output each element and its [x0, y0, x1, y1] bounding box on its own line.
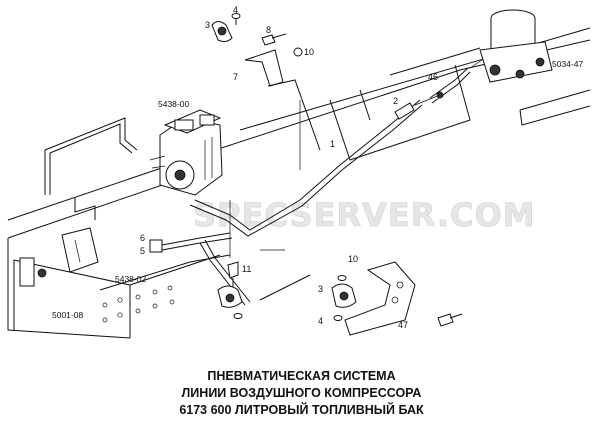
- pipe-part-number: 5438-02: [115, 274, 146, 284]
- callout-5: 5: [140, 246, 145, 256]
- callout-8: 8: [266, 25, 271, 35]
- air-compressor: [149, 109, 223, 196]
- callout-2: 2: [393, 96, 398, 106]
- watermark-text: SPECSERVER.COM: [193, 196, 536, 234]
- compressor-part-number: 5438-00: [158, 99, 189, 109]
- callout-numbers: 3 4 8 10 7 46 2 1 6 5 11 10 3 4 47: [140, 5, 438, 330]
- air-line-tubing: [44, 117, 138, 195]
- caption-line-3: 6173 600 ЛИТРОВЫЙ ТОПЛИВНЫЙ БАК: [179, 403, 424, 417]
- callout-1: 1: [330, 139, 335, 149]
- caption-line-2: ЛИНИИ ВОЗДУШНОГО КОМПРЕССОРА: [181, 386, 422, 400]
- callout-10-lower: 10: [348, 254, 358, 264]
- callout-6: 6: [140, 233, 145, 243]
- compressor-mount: [61, 198, 99, 273]
- lower-bracket-assembly: [259, 261, 463, 336]
- lower-clamp-left: [217, 261, 243, 319]
- callout-7: 7: [233, 72, 238, 82]
- caption-line-1: ПНЕВМАТИЧЕСКАЯ СИСТЕМА: [207, 369, 396, 383]
- callout-4: 4: [233, 5, 238, 15]
- callout-4-lower: 4: [318, 316, 323, 326]
- air-dryer: [469, 9, 553, 83]
- upper-clamp-assembly: [211, 13, 321, 151]
- leader-lines: [229, 94, 441, 258]
- diagram-caption: ПНЕВМАТИЧЕСКАЯ СИСТЕМА ЛИНИИ ВОЗДУШНОГО …: [0, 368, 603, 419]
- callout-10: 10: [304, 47, 314, 57]
- callout-46: 46: [428, 72, 438, 82]
- air-dryer-part-number: 5034-47: [552, 59, 583, 69]
- callout-11: 11: [242, 264, 251, 274]
- callout-3: 3: [205, 20, 210, 30]
- frame-part-number: 5001-08: [52, 310, 83, 320]
- callout-47: 47: [398, 320, 408, 330]
- callout-3-lower: 3: [318, 284, 323, 294]
